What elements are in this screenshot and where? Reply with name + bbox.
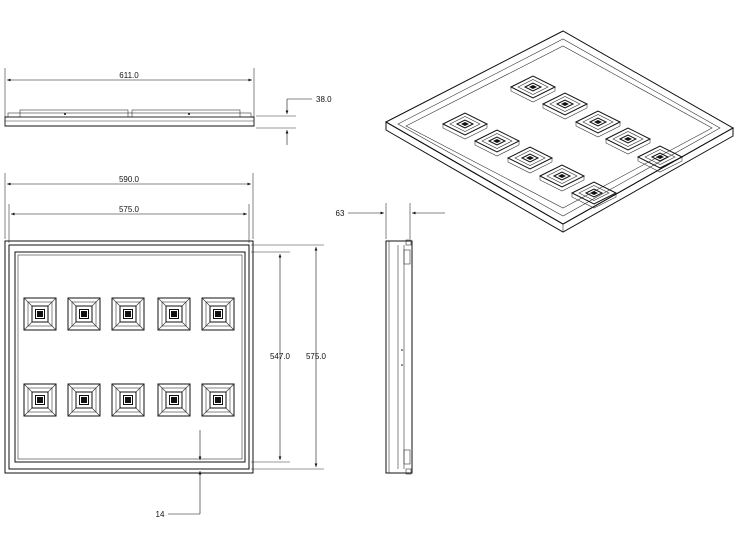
- led-lens: [201, 297, 235, 331]
- dim-side-depth: 63: [336, 209, 345, 218]
- led-lens: [157, 297, 191, 331]
- iso-led-lens: [509, 75, 557, 103]
- iso-lens-group: [441, 75, 684, 209]
- led-lens: [23, 383, 57, 417]
- dim-inner-width: 575.0: [119, 205, 140, 214]
- iso-led-lens: [538, 164, 586, 192]
- led-lens: [67, 297, 101, 331]
- iso-led-lens: [570, 181, 618, 209]
- led-lens: [67, 383, 101, 417]
- iso-led-lens: [441, 112, 489, 140]
- led-lens: [111, 383, 145, 417]
- led-lens: [23, 297, 57, 331]
- front-view: 590.0 575.0 547.0 575.0 14: [4, 173, 327, 519]
- dim-overall-width: 611.0: [119, 71, 139, 80]
- iso-led-lens: [604, 127, 652, 155]
- led-lens: [111, 297, 145, 331]
- dim-outer-height: 575.0: [306, 352, 327, 361]
- dim-inner-height: 547.0: [270, 352, 291, 361]
- led-lens: [201, 383, 235, 417]
- iso-led-lens: [473, 129, 521, 157]
- isometric-view: [384, 30, 735, 233]
- dim-frame-width: 590.0: [119, 175, 140, 184]
- iso-led-lens: [541, 92, 589, 120]
- led-lens: [157, 383, 191, 417]
- iso-led-lens: [574, 110, 622, 138]
- iso-led-lens: [506, 146, 554, 174]
- top-profile-view: 611.0 38.0: [4, 68, 332, 145]
- iso-led-lens: [636, 145, 684, 173]
- side-view: 63: [336, 203, 445, 475]
- dim-height: 38.0: [316, 95, 332, 104]
- dim-border: 14: [156, 510, 165, 519]
- led-lens-grid: [23, 297, 235, 417]
